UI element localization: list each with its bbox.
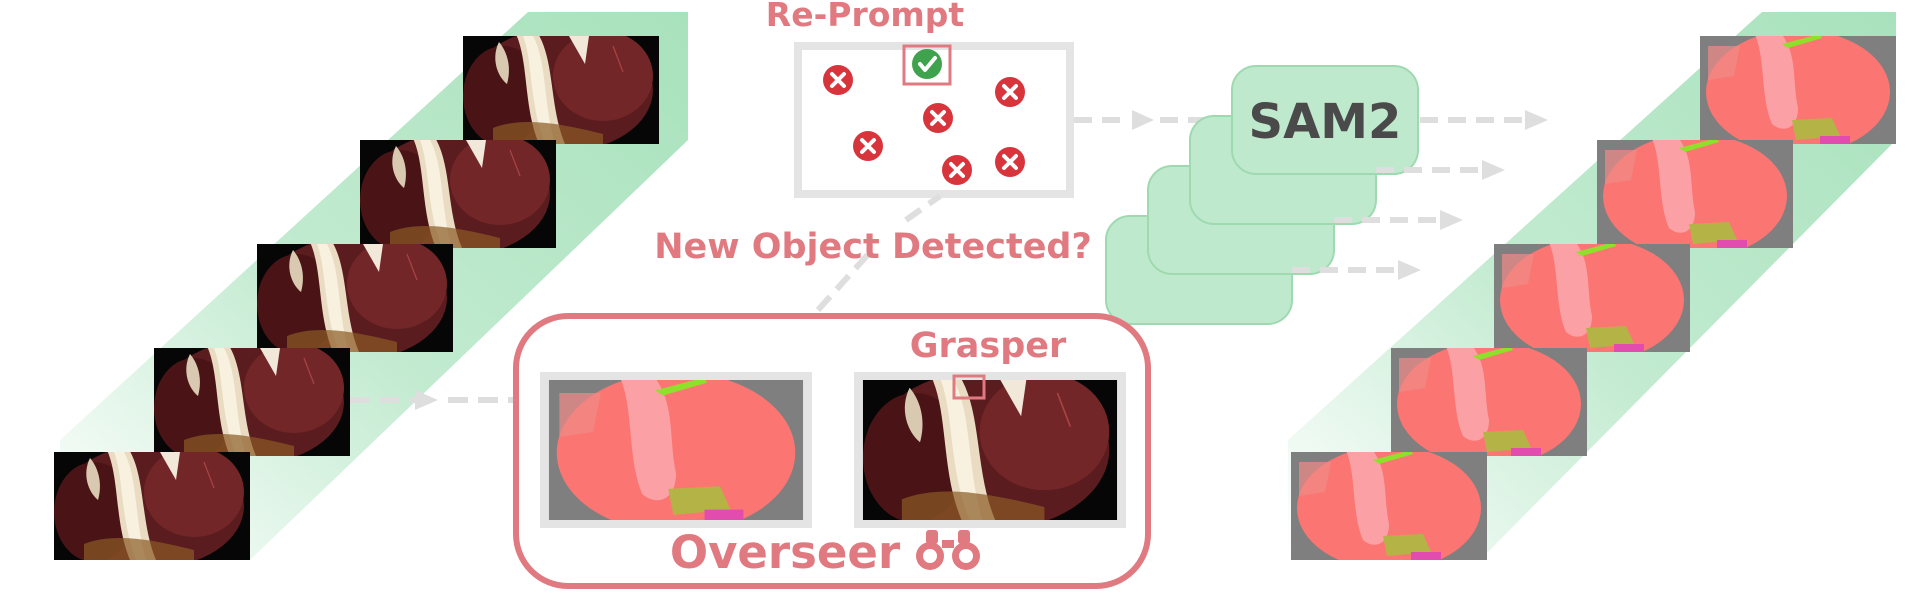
x-circle-icon — [853, 131, 883, 161]
reprompt-markers — [823, 49, 1025, 185]
overseer-segmented-frame — [540, 372, 812, 528]
grasper-detection-box — [952, 374, 986, 400]
overseer-raw-frame — [854, 372, 1126, 528]
input-frame — [257, 244, 453, 352]
segmented-frame — [1391, 348, 1587, 456]
segmented-frame — [1494, 244, 1690, 352]
input-frame — [154, 348, 350, 456]
x-circle-icon — [823, 65, 853, 95]
input-frame — [54, 452, 250, 560]
segmented-frame — [1700, 36, 1896, 144]
reprompt-title: Re-Prompt — [766, 0, 965, 34]
new-object-question: New Object Detected? — [654, 227, 1092, 267]
arrow-overseer-to-reprompt — [815, 193, 942, 313]
sam2-card — [1231, 65, 1419, 175]
segmented-frame — [1291, 452, 1487, 560]
x-circle-icon — [942, 155, 972, 185]
selected-prompt-highlight — [902, 44, 952, 86]
arrows-sam2-to-outputs — [1292, 110, 1548, 280]
x-circle-icon — [995, 77, 1025, 107]
sam2-label: SAM2 — [1249, 94, 1402, 150]
binoculars-icon — [916, 530, 980, 570]
overseer-label: Overseer — [670, 526, 901, 579]
x-circle-icon — [995, 147, 1025, 177]
grasper-label: Grasper — [910, 326, 1067, 366]
sam2-model-stack: SAM2 — [1105, 65, 1419, 325]
segmented-frame — [1597, 140, 1793, 248]
check-circle-icon — [912, 49, 942, 79]
input-frame — [463, 36, 659, 144]
x-circle-icon — [923, 103, 953, 133]
input-frame — [360, 140, 556, 248]
